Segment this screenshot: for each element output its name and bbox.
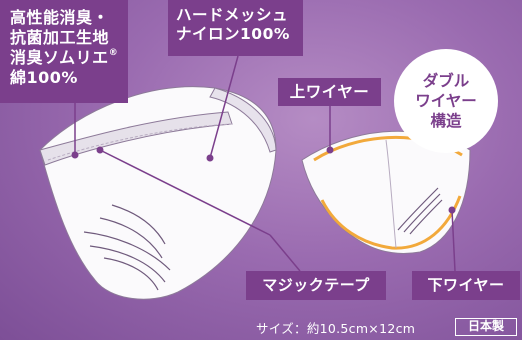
lower-wire-label: 下ワイヤー: [412, 271, 520, 300]
material-line-1: 高性能消臭・: [10, 8, 110, 27]
origin-badge: 日本製: [455, 318, 517, 336]
left-pad-drawing: [39, 86, 277, 300]
double-wire-line-2: ワイヤー: [415, 91, 477, 110]
upper-wire-label: 上ワイヤー: [278, 78, 381, 106]
double-wire-badge: ダブル ワイヤー 構造: [394, 49, 498, 153]
leader-lines: [74, 55, 456, 272]
size-text: サイズ：約10.5cm×12cm: [256, 321, 416, 336]
double-wire-line-3: 構造: [430, 112, 462, 131]
mesh-line-2: ナイロン100%: [176, 25, 290, 44]
material-line-4: 綿100%: [10, 68, 78, 87]
mesh-label: ハードメッシュ ナイロン100%: [168, 0, 303, 56]
magic-tape-label: マジックテープ: [246, 271, 386, 300]
material-line-3-text: 消臭ソムリエ: [10, 48, 109, 67]
right-pad-drawing: [301, 130, 471, 254]
material-label: 高性能消臭・ 抗菌加工生地 消臭ソムリエ® 綿100%: [0, 0, 128, 103]
material-line-2: 抗菌加工生地: [10, 28, 110, 47]
material-line-3: 消臭ソムリエ®: [10, 48, 128, 68]
registered-mark: ®: [108, 48, 119, 58]
leader-dots: [71, 146, 456, 214]
double-wire-line-1: ダブル: [422, 71, 470, 90]
mesh-line-1: ハードメッシュ: [176, 6, 289, 24]
